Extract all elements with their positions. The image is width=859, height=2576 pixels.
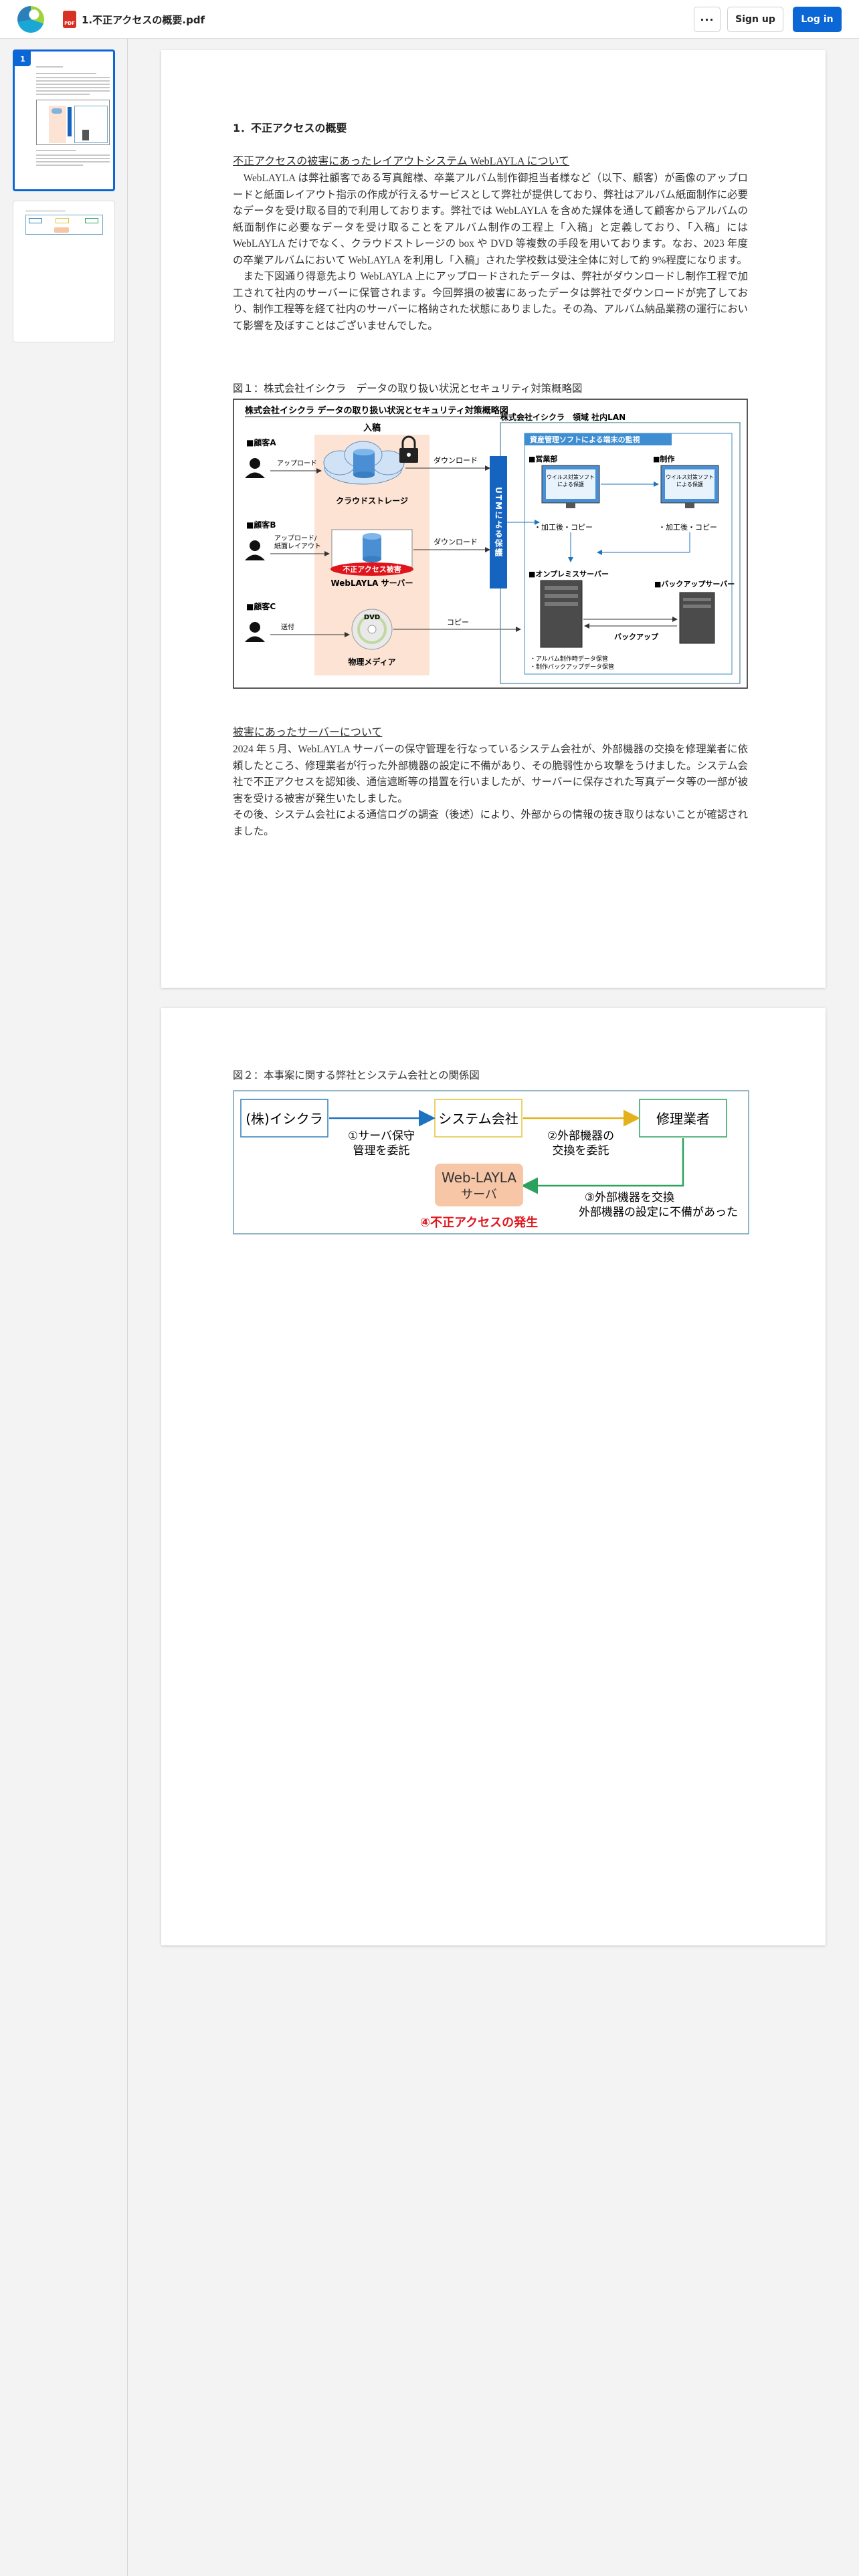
step2-label: ②外部機器の [547, 1130, 614, 1143]
backup-server-icon [679, 592, 715, 644]
weblayla-server-label: サーバ [461, 1188, 497, 1202]
log-in-button[interactable]: Log in [793, 7, 842, 32]
weblayla-server-label: WebLAYLA サーバー [330, 578, 413, 588]
nyuko-label: 入稿 [363, 423, 381, 433]
dvd-icon: DVD [351, 609, 393, 650]
dvd-label: DVD [364, 614, 380, 621]
cloud-storage-label: クラウドストレージ [336, 496, 408, 506]
paragraph: また下図通り得意先より WebLAYLA 上にアップロードされたデータは、弊社が… [233, 271, 748, 332]
figure2-caption: 図２：本事案に関する弊社とシステム会社との関係図 [233, 1070, 480, 1081]
pc-screen-label: ウイルス対策ソフト [666, 473, 714, 480]
download-label: ダウンロード [434, 537, 478, 546]
backup-label: バックアップ [614, 632, 659, 641]
onprem-server-label: ■オンプレミスサーバー [529, 569, 609, 578]
paragraph: その後、システム会社による通信ログの調査（後述）により、外部からの情報の抜き取り… [233, 809, 748, 837]
server-tower-icon [540, 580, 583, 648]
repair-vendor-label: 修理業者 [656, 1111, 710, 1127]
pc-screen-label: による保護 [676, 481, 703, 488]
page-heading: 1．不正アクセスの概要 [233, 122, 347, 134]
section2-body: 2024 年 5 月、WebLAYLA サーバーの保守管理を行なっているシステム… [233, 742, 748, 840]
step1-label: 管理を委託 [353, 1144, 410, 1158]
physical-media-label: 物理メディア [348, 657, 395, 667]
more-options-button[interactable]: ··· [694, 7, 721, 32]
paragraph: 2024 年 5 月、WebLAYLA サーバーの保守管理を行なっているシステム… [233, 744, 748, 804]
copy-label: コピー [447, 618, 469, 627]
process-copy-label: ・加工後・コピー [658, 522, 717, 532]
upload-layout-label: アップロード/ [274, 534, 317, 542]
pc-icon: ウイルス対策ソフト による保護 [541, 465, 600, 508]
step2-label: 交換を委託 [553, 1144, 609, 1158]
repair-vendor-box [639, 1099, 727, 1138]
system-company-box [434, 1099, 522, 1138]
step3-label: 外部機器の設定に不備があった [579, 1206, 738, 1219]
figure1-title: 株式会社イシクラ データの取り扱い状況とセキュリティ対策概略図 [245, 405, 508, 416]
customer-c-label: ■顧客C [246, 601, 276, 611]
step1-label: ①サーバ保守 [348, 1130, 415, 1143]
data-handling-diagram: 株式会社イシクラ データの取り扱い状況とセキュリティ対策概略図 入稿 ■顧客A … [233, 399, 748, 689]
production-dept-label: ■制作 [653, 454, 674, 463]
step4-label: ④不正アクセスの発生 [420, 1215, 538, 1230]
pdf-page-2: 図２：本事案に関する弊社とシステム会社との関係図 (株)イシクラ システム会社 … [161, 1008, 826, 1945]
unauthorized-access-label: 不正アクセス被害 [343, 564, 401, 574]
person-icon [245, 540, 265, 560]
ishikura-box [240, 1099, 328, 1138]
pdf-file-icon: PDF [63, 11, 76, 28]
lock-icon [399, 435, 418, 463]
figure1-diagram: 株式会社イシクラ データの取り扱い状況とセキュリティ対策概略図 入稿 ■顧客A … [233, 399, 748, 689]
section1-body: WebLAYLA は弊社顧客である写真館様、卒業アルバム制作御担当者様など（以下… [233, 171, 748, 334]
person-icon [245, 622, 265, 642]
step3-label: ③外部機器を交換 [585, 1191, 674, 1204]
sign-up-button[interactable]: Sign up [727, 7, 783, 32]
ishikura-label: (株)イシクラ [246, 1111, 323, 1127]
section-title-server: 被害にあったサーバーについて [233, 727, 383, 738]
pc-icon: ウイルス対策ソフト による保護 [660, 465, 719, 508]
server-note: ・アルバム制作時データ保管 [530, 655, 608, 663]
database-icon [363, 533, 381, 562]
company-lan-label: 株式会社イシクラ 領域 社内LAN [500, 412, 626, 422]
app-logo[interactable] [17, 6, 44, 33]
thumbnail-page-number: 1 [15, 51, 31, 66]
figure2-diagram: (株)イシクラ システム会社 修理業者 ①サーバ保守 管理を委託 ②外部機器の … [233, 1090, 749, 1235]
page-thumbnail-sidebar: 1 [0, 39, 128, 2576]
asset-management-banner [524, 433, 672, 445]
paragraph: WebLAYLA は弊社顧客である写真館様、卒業アルバム制作御担当者様など（以下… [233, 173, 748, 266]
weblayla-server-box [435, 1164, 523, 1206]
download-label: ダウンロード [434, 455, 478, 465]
cloud-storage-icon [323, 441, 405, 485]
unauthorized-access-badge [330, 562, 413, 576]
utm-protection-label: UTMによる保護 [494, 487, 503, 558]
page-thumbnail-2[interactable] [13, 201, 115, 342]
system-company-label: システム会社 [438, 1111, 518, 1127]
upload-layout-label: 紙面レイアウト [274, 542, 321, 550]
top-bar: PDF 1.不正アクセスの概要.pdf ··· Sign up Log in [0, 0, 859, 39]
sales-dept-label: ■営業部 [529, 454, 557, 463]
customer-b-label: ■顧客B [246, 520, 276, 530]
figure1-caption: 図１：株式会社イシクラ データの取り扱い状況とセキュリティ対策概略図 [233, 383, 583, 395]
relationship-diagram: (株)イシクラ システム会社 修理業者 ①サーバ保守 管理を委託 ②外部機器の … [233, 1090, 749, 1235]
weblayla-server-label: Web-LAYLA [442, 1170, 516, 1186]
pc-screen-label: ウイルス対策ソフト [547, 473, 595, 480]
upload-label: アップロード [277, 459, 317, 467]
document-title: 1.不正アクセスの概要.pdf [82, 14, 205, 26]
customer-a-label: ■顧客A [246, 437, 276, 447]
server-note: ・制作バックアップデータ保管 [530, 663, 614, 671]
send-label: 送付 [281, 623, 294, 631]
section-title-weblayla: 不正アクセスの被害にあったレイアウトシステム WebLAYLA について [233, 156, 570, 167]
pdf-page-1: 1．不正アクセスの概要 不正アクセスの被害にあったレイアウトシステム WebLA… [161, 50, 826, 988]
pc-screen-label: による保護 [557, 481, 584, 488]
person-icon [245, 458, 265, 478]
page-thumbnail-1[interactable]: 1 [13, 49, 115, 191]
process-copy-label: ・加工後・コピー [534, 522, 593, 532]
utm-protection-bar [490, 456, 507, 588]
backup-server-label: ■バックアップサーバー [654, 579, 735, 588]
asset-management-label: 資産管理ソフトによる端末の監視 [530, 435, 640, 444]
